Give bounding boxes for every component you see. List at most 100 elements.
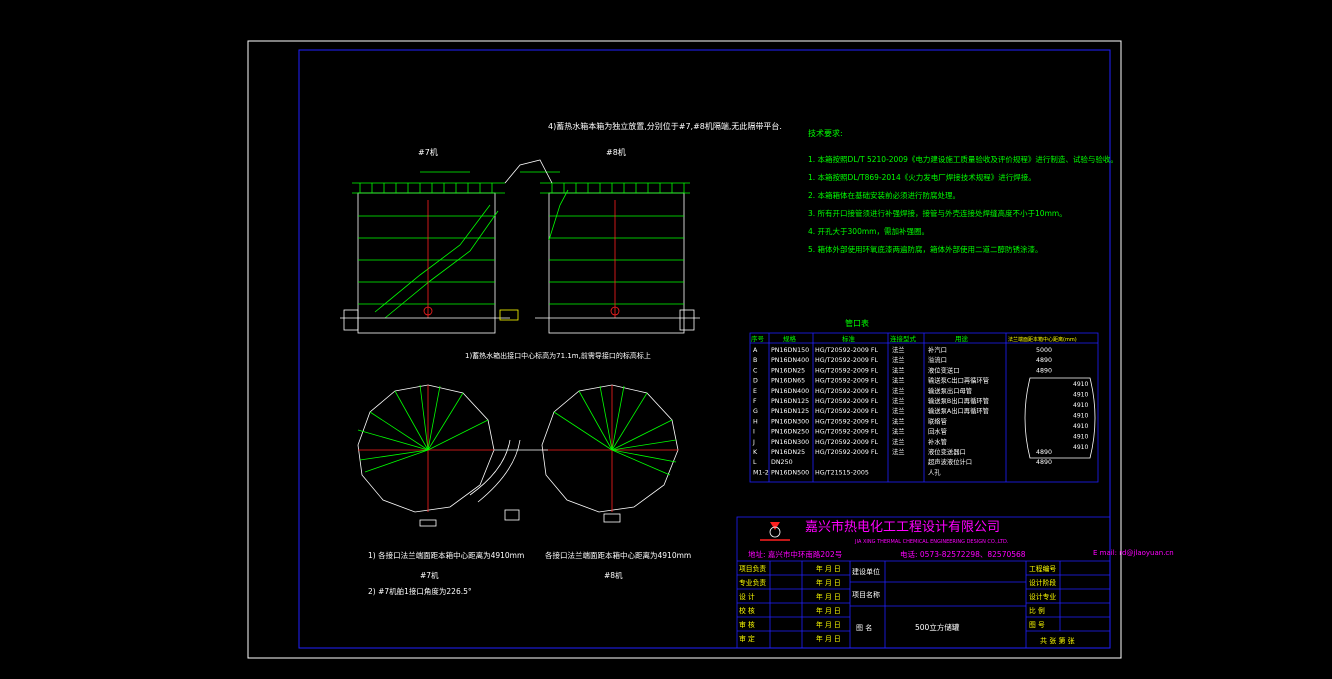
table-cell: 4890 — [1036, 357, 1052, 364]
table-cell: 法兰 — [892, 406, 905, 415]
tank7-plan — [357, 384, 521, 527]
note-left-2: 2) #7机舶1接口角度为226.5° — [368, 586, 472, 596]
inner-frame — [298, 49, 1111, 649]
company-email: E mail: rd@jlaoyuan.cn — [1093, 549, 1174, 557]
table-cell: 输送泵C出口再循环管 — [928, 376, 989, 385]
table-cell: HG/T20592-2009 FL — [815, 439, 879, 446]
side-value: 4910 — [1073, 423, 1088, 430]
table-cell: PN16DN125 — [771, 398, 809, 405]
table-cell: 法兰 — [892, 437, 905, 446]
table-cell: PN16DN125 — [771, 408, 809, 415]
tank8-bottom-title: #8机 — [604, 570, 623, 580]
table-cell: 人孔 — [928, 468, 941, 476]
table-cell: E — [753, 388, 757, 395]
tech-item: 2. 本箱箱体在基础安装前必须进行防腐处理。 — [808, 190, 960, 200]
table-cell: HG/T20592-2009 FL — [815, 378, 879, 385]
table-cell: PN16DN300 — [771, 418, 809, 425]
table-cell: HG/T20592-2009 FL — [815, 357, 879, 364]
title-block-label: 比 例 — [1029, 606, 1045, 615]
tech-item: 3. 所有开口接管须进行补强焊接，接管与外壳连接处焊缝高度不小于10mm。 — [808, 208, 1067, 218]
table-cell: PN16DN250 — [771, 429, 809, 436]
tank7-elevation — [340, 171, 519, 334]
table-cell: PN16DN300 — [771, 439, 809, 446]
title-block-label: 项目负责 — [739, 564, 766, 573]
table-cell: 液位变送器口 — [928, 447, 966, 456]
title-block-label: 专业负责 — [739, 578, 766, 587]
tech-item: 1. 本箱按照DL/T 5210-2009《电力建设施工质量验收及评价规程》进行… — [808, 154, 1118, 164]
table-cell: C — [753, 367, 758, 374]
table-cell: HG/T20592-2009 FL — [815, 347, 879, 354]
title-block-label: 工程编号 — [1029, 564, 1056, 573]
table-header: 规格 — [783, 334, 797, 343]
table-cell: J — [752, 439, 755, 446]
title-block-date: 年 月 日 — [816, 578, 841, 587]
side-value: 4910 — [1073, 381, 1088, 388]
table-cell: 法兰 — [892, 376, 905, 385]
tank8-elevation — [504, 159, 700, 334]
side-value: 4910 — [1073, 392, 1088, 399]
table-cell: 法兰 — [892, 345, 905, 354]
tank7-title: #7机 — [418, 147, 438, 157]
company-name: 嘉兴市热电化工工程设计有限公司 — [805, 519, 1000, 535]
table-cell: 法兰 — [892, 447, 905, 456]
title-block-label: 审 核 — [739, 620, 755, 629]
title-block-date: 年 月 日 — [816, 620, 841, 629]
table-cell: 4890 — [1036, 459, 1052, 466]
table-cell: HG/T20592-2009 FL — [815, 449, 879, 456]
note-mid: 1)蓄热水箱出接口中心标高为71.1m,前需导接口的标高标上 — [465, 351, 651, 360]
title-block-label: 校 核 — [739, 606, 755, 615]
table-cell: HG/T20592-2009 FL — [815, 367, 879, 374]
table-cell: PN16DN25 — [771, 449, 805, 456]
table-header: 用途 — [955, 334, 969, 343]
table-cell: A — [753, 347, 758, 354]
tech-item: 1. 本箱按照DL/T869-2014《火力发电厂焊接技术规程》进行焊接。 — [808, 172, 1036, 182]
table-cell: 液位变送口 — [928, 365, 959, 374]
figure-name-label: 图 名 — [856, 623, 872, 632]
table-cell: PN16DN150 — [771, 347, 809, 354]
table-cell: 法兰 — [892, 427, 905, 436]
table-cell: PN16DN500 — [771, 469, 809, 476]
note-top: 4)蓄热水箱本箱为独立放置,分别位于#7,#8机隔端,无此隔带平台. — [548, 121, 782, 131]
table-cell: 超声波液位计口 — [928, 457, 972, 466]
table-header: 法兰端面距本箱中心距离(mm) — [1008, 336, 1077, 343]
table-cell: B — [753, 357, 757, 364]
table-cell: PN16DN400 — [771, 357, 809, 364]
table-cell: HG/T20592-2009 FL — [815, 388, 879, 395]
title-block-left-labels: 项目负责年 月 日专业负责年 月 日设 计年 月 日校 核年 月 日审 核年 月… — [739, 564, 841, 643]
side-value: 4910 — [1073, 402, 1088, 409]
table-cell: 5000 — [1036, 347, 1052, 354]
title-block-label: 设 计 — [739, 592, 755, 601]
table-cell: 补水管 — [928, 437, 947, 446]
title-block-label: 设计阶段 — [1029, 578, 1056, 587]
table-cell: HG/T20592-2009 FL — [815, 418, 879, 425]
company-address: 地址: 嘉兴市中环南路202号 — [748, 549, 842, 559]
company-logo — [760, 522, 790, 541]
tank7-bottom-title: #7机 — [420, 570, 439, 580]
table-cell: H — [753, 418, 758, 425]
nozzle-table-title: 管口表 — [845, 318, 869, 328]
table-cell: M1-2 — [753, 469, 769, 476]
nozzle-side-bracket — [1024, 377, 1096, 459]
table-cell: 法兰 — [892, 365, 905, 374]
note-left-1: 1) 各接口法兰端面距本箱中心距离为4910mm — [368, 550, 524, 560]
table-header: 标准 — [842, 334, 856, 343]
table-cell: I — [753, 429, 755, 436]
table-cell: PN16DN25 — [771, 367, 805, 374]
title-block-grid — [736, 516, 1111, 649]
tank8-title: #8机 — [606, 147, 626, 157]
table-cell: 法兰 — [892, 355, 905, 364]
table-cell: 联络管 — [928, 416, 947, 425]
tech-title: 技术要求: — [808, 128, 843, 138]
sheet-count: 共 张 第 张 — [1040, 636, 1075, 645]
table-cell: 回水管 — [928, 427, 947, 436]
table-cell: PN16DN400 — [771, 388, 809, 395]
table-cell: 输送泵B出口再循环管 — [928, 396, 989, 405]
table-cell: 法兰 — [892, 386, 905, 395]
table-cell: 输送泵出口母管 — [928, 386, 972, 395]
table-cell: 输送泵A出口再循环管 — [928, 406, 989, 415]
side-value: 4910 — [1073, 434, 1088, 441]
table-cell: L — [753, 459, 757, 466]
title-block-label: 图 号 — [1029, 621, 1045, 629]
